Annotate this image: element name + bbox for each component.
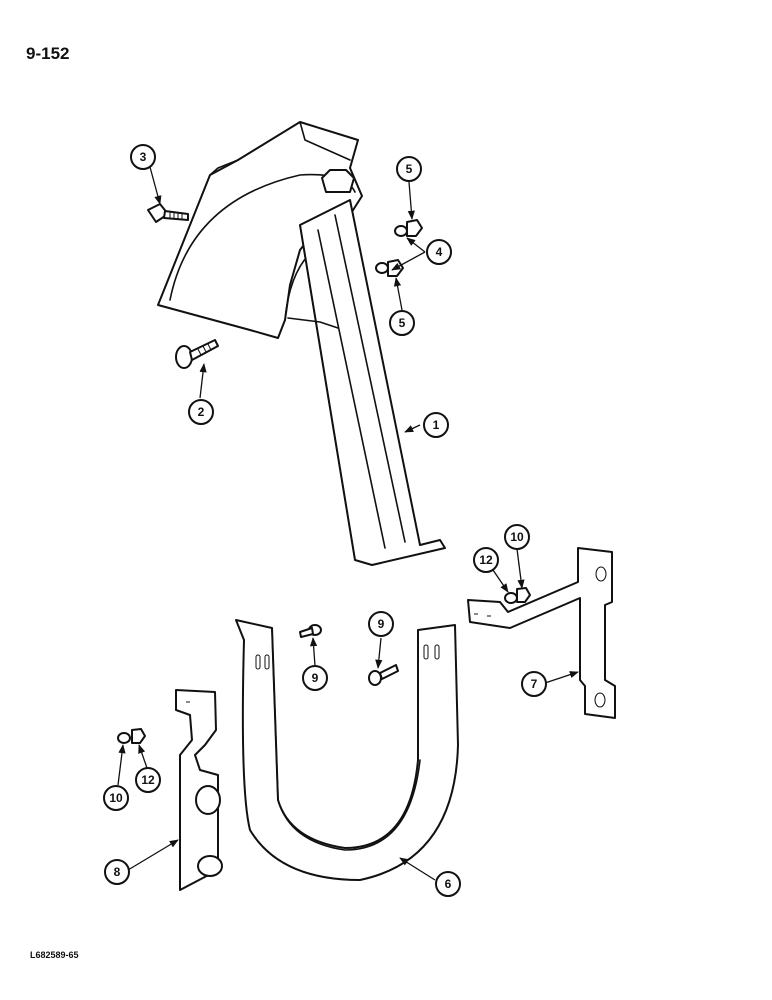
svg-text:5: 5 [399,316,406,330]
callout-10-right: 10 [504,524,530,550]
svg-text:1: 1 [433,418,440,432]
svg-text:12: 12 [141,773,155,787]
svg-text:5: 5 [406,162,413,176]
callout-1: 1 [423,412,449,438]
svg-text:8: 8 [114,865,121,879]
carriage-bolt-part [175,339,219,369]
u-strap-part [235,619,459,881]
svg-text:7: 7 [531,677,538,691]
callout-2: 2 [188,399,214,425]
svg-text:9: 9 [378,617,385,631]
right-bracket-part [467,547,616,719]
callout-9-right: 9 [368,611,394,637]
svg-text:4: 4 [436,245,443,259]
callout-9-left: 9 [302,665,328,691]
callout-4: 4 [426,239,452,265]
callout-5-upper: 5 [396,156,422,182]
svg-text:2: 2 [198,405,205,419]
callout-12-right: 12 [473,547,499,573]
hex-bolt-part [147,203,189,223]
nut-washer-left [117,728,146,744]
callout-3: 3 [130,144,156,170]
svg-text:10: 10 [109,791,123,805]
bolt-9-lower [368,664,399,686]
washer-nut-upper [394,219,423,237]
illustration-reference-code: L682589-65 [30,950,79,960]
svg-text:3: 3 [140,150,147,164]
page-number: 9-152 [26,44,70,63]
washer-nut-lower [375,259,404,277]
leader-lines [117,166,579,881]
callout-5-lower: 5 [389,310,415,336]
support-bracket-part [157,121,446,566]
callout-12-left: 12 [135,767,161,793]
callout-10-left: 10 [103,785,129,811]
bolt-9-upper [299,624,322,638]
svg-text:6: 6 [445,877,452,891]
nut-washer-right [504,587,531,604]
callout-6: 6 [435,871,461,897]
left-bracket-part [175,689,223,891]
svg-text:10: 10 [510,530,524,544]
callout-7: 7 [521,671,547,697]
svg-text:9: 9 [312,671,319,685]
svg-text:12: 12 [479,553,493,567]
callout-8: 8 [104,859,130,885]
